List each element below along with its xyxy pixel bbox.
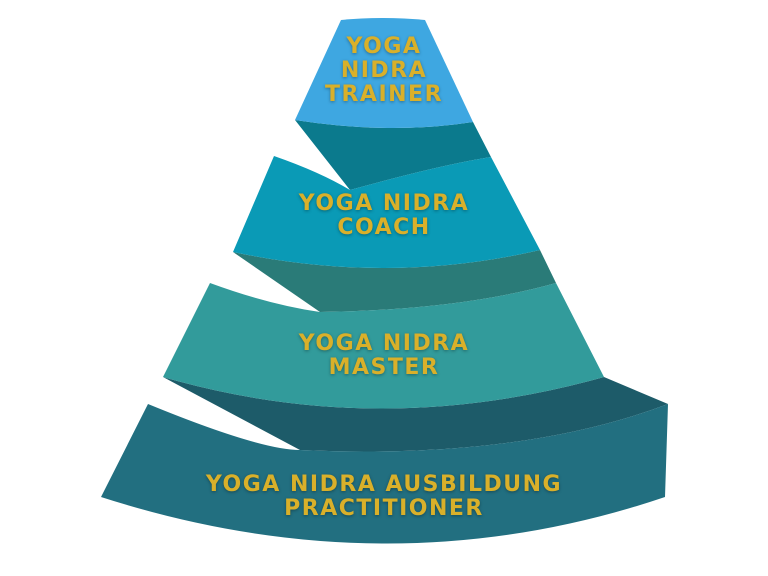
ribbon-1-2 xyxy=(295,120,491,190)
tier-1-label: YOGA NIDRA TRAINER xyxy=(325,35,443,106)
tier-2-line-1: YOGA NIDRA xyxy=(298,191,470,216)
tier-1-line-3: TRAINER xyxy=(324,81,444,107)
tier-4-line-1: YOGA NIDRA AUSBILDUNG xyxy=(205,472,563,497)
tier-3-label: YOGA NIDRA MASTER xyxy=(299,332,469,380)
tier-2-line-2: COACH xyxy=(337,214,431,240)
tier-2-label: YOGA NIDRA COACH xyxy=(299,192,469,240)
tier-1-line-2: NIDRA xyxy=(340,57,428,83)
tier-1-shape xyxy=(295,18,473,129)
tier-2-shape xyxy=(233,156,540,269)
tier-4-line-2: PRACTITIONER xyxy=(284,495,484,521)
ribbon-2-3 xyxy=(233,250,556,312)
tier-4-shape xyxy=(101,404,668,544)
ribbon-3-4 xyxy=(163,377,668,452)
tier-4-label: YOGA NIDRA AUSBILDUNG PRACTITIONER xyxy=(206,473,562,521)
tier-1-line-1: YOGA xyxy=(346,34,422,59)
tier-3-line-1: YOGA NIDRA xyxy=(298,331,470,356)
tier-3-line-2: MASTER xyxy=(328,354,440,380)
tier-3-shape xyxy=(163,283,604,409)
